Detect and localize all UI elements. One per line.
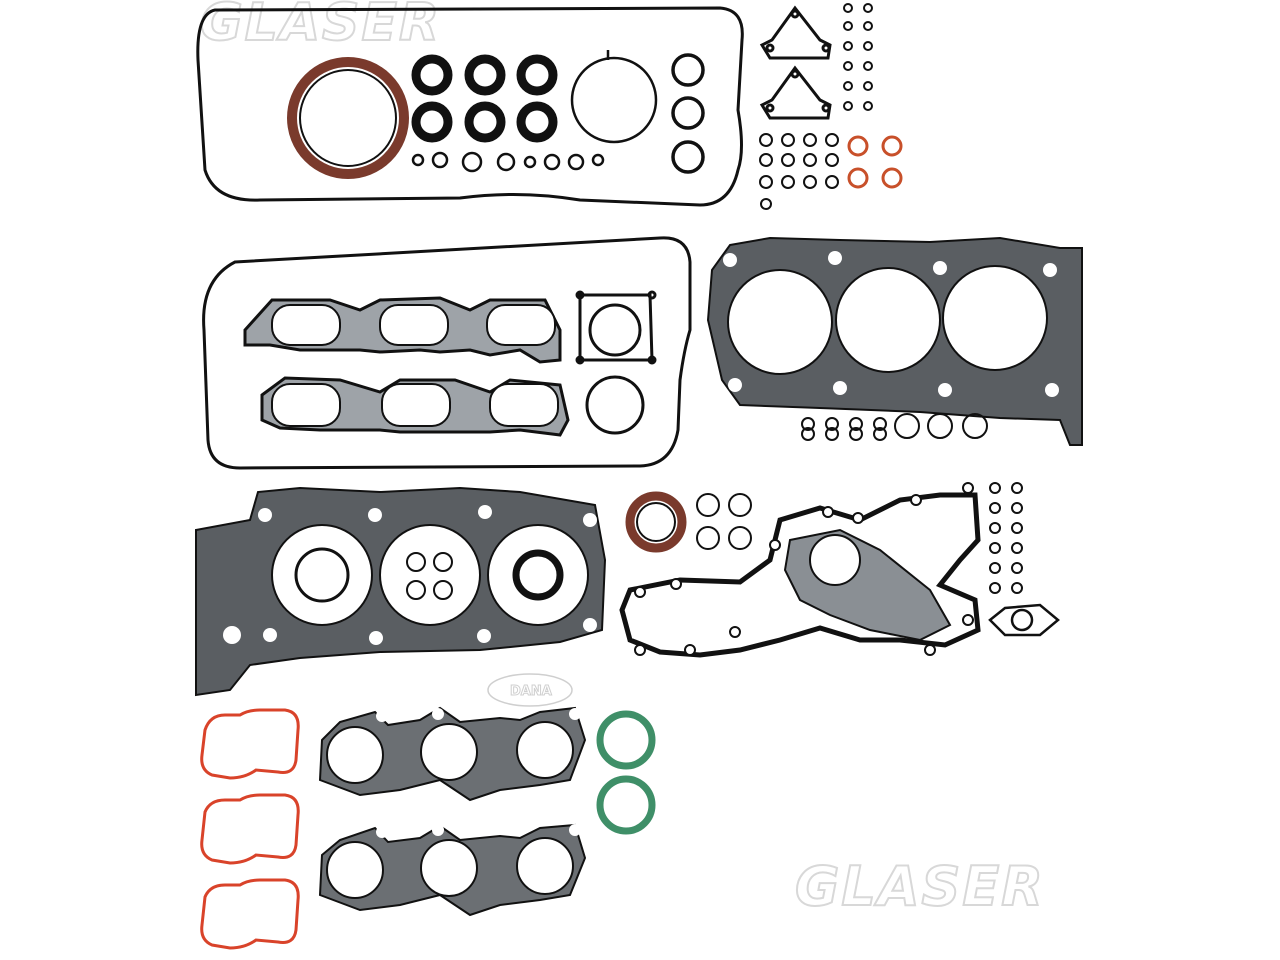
triangle-gaskets — [759, 5, 832, 120]
dana-badge: DANA — [487, 673, 573, 707]
head-gasket-left — [195, 486, 607, 697]
mid-orings-quad — [696, 493, 752, 550]
intake-red-gaskets — [200, 708, 300, 950]
right-tiny-orings — [989, 482, 1023, 594]
large-oring-mid — [585, 375, 645, 435]
watermark-bottom: GLASER — [795, 855, 1045, 918]
front-crank-seal — [625, 491, 687, 553]
small-orings-row — [411, 151, 605, 173]
head-gasket-left-inner-seals — [294, 547, 564, 603]
intake-manifold-gasket-upper — [243, 296, 562, 364]
valve-cover-gasket-lower — [202, 236, 692, 470]
right-orings-column — [671, 53, 705, 174]
timing-cover-bolt-holes — [634, 482, 974, 656]
flange-gasket — [988, 603, 1060, 637]
orange-orings — [847, 135, 903, 189]
exhaust-gasket-lower — [318, 823, 587, 921]
exhaust-gasket-upper — [318, 706, 587, 806]
throttle-body-gasket — [575, 290, 657, 365]
timing-cover-gasket — [619, 492, 981, 658]
valve-cover-gasket-top — [196, 6, 744, 207]
intake-manifold-gasket-lower — [260, 376, 570, 437]
rear-main-seal — [287, 57, 409, 179]
badge-text: DANA — [510, 684, 552, 699]
green-orings — [596, 710, 656, 835]
head-gasket-right — [706, 236, 1083, 446]
head-gasket-right-orings — [801, 413, 988, 441]
tiny-orings-grid — [759, 3, 873, 210]
large-oring-tab — [570, 50, 658, 144]
cam-seals — [411, 54, 558, 143]
